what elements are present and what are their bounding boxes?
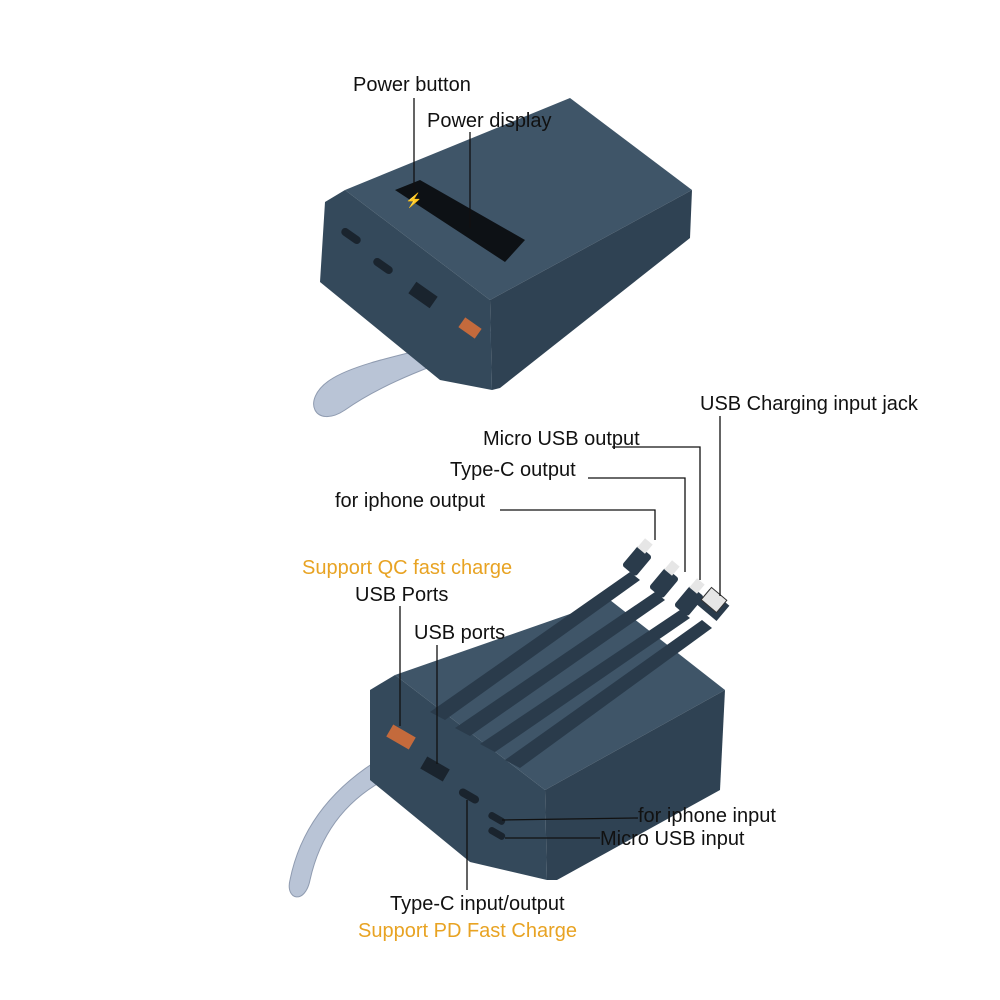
usb-port bbox=[408, 281, 438, 309]
usb-ports-label-2: USB ports bbox=[414, 622, 506, 644]
lightning-input-port bbox=[488, 811, 506, 825]
type-c-port bbox=[458, 788, 480, 804]
power-button-label: Power button bbox=[353, 74, 471, 96]
type-c-io-label: Type-C input/output bbox=[390, 893, 565, 915]
usb-port bbox=[420, 756, 450, 782]
iphone-output-label: for iphone output bbox=[335, 490, 486, 512]
qc-usb-port bbox=[458, 317, 482, 339]
type-c-port-2 bbox=[373, 257, 393, 275]
qc-fast-charge-label: Support QC fast charge bbox=[302, 557, 513, 579]
cable-connectors bbox=[622, 538, 730, 622]
device-front-face bbox=[370, 675, 547, 880]
strap bbox=[288, 759, 389, 898]
device-right-face bbox=[545, 690, 725, 880]
qc-usb-port bbox=[386, 724, 416, 750]
micro-usb-input-port bbox=[488, 827, 506, 840]
device-front-face bbox=[320, 190, 492, 390]
type-c-output-label: Type-C output bbox=[450, 459, 576, 481]
power-display-label: Power display bbox=[427, 110, 552, 132]
device-top-face bbox=[345, 98, 692, 300]
type-c-port-1 bbox=[341, 227, 361, 245]
device-right-face bbox=[490, 190, 692, 390]
micro-usb-input-label: Micro USB input bbox=[600, 828, 745, 850]
power-bank-top-view: ⚡ bbox=[313, 98, 692, 417]
power-bank-bottom-view bbox=[288, 538, 730, 898]
usb-charging-input-jack-label: USB Charging input jack bbox=[700, 393, 918, 415]
power-display-screen bbox=[395, 180, 525, 262]
lightning-icon: ⚡ bbox=[405, 192, 422, 209]
pd-fast-charge-label: Support PD Fast Charge bbox=[358, 920, 577, 942]
usb-ports-label-1: USB Ports bbox=[355, 584, 449, 606]
iphone-input-label: for iphone input bbox=[638, 805, 776, 827]
leader-lines bbox=[399, 98, 721, 890]
micro-usb-output-label: Micro USB output bbox=[483, 428, 640, 450]
retractable-cables bbox=[430, 572, 712, 768]
